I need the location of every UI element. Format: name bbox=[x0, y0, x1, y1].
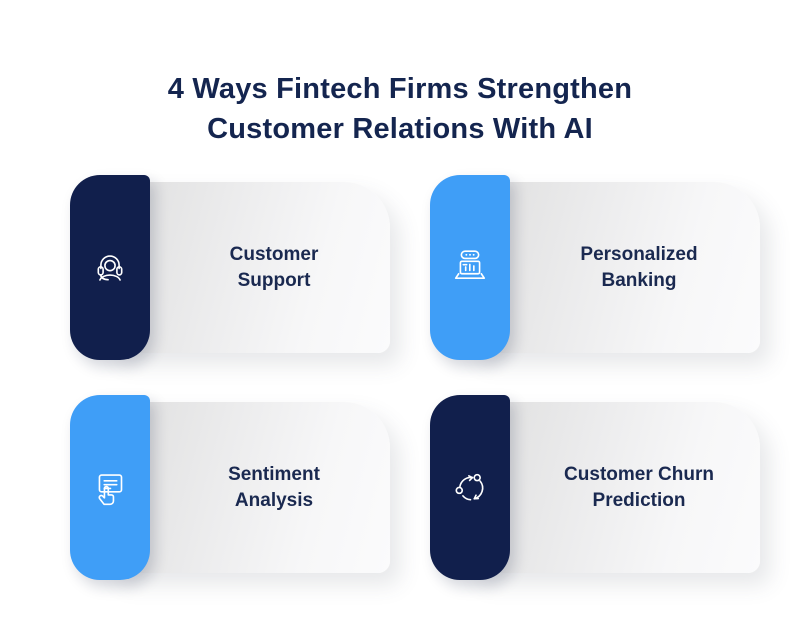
card-label: Customer Churn Prediction bbox=[522, 395, 756, 580]
headset-icon bbox=[87, 245, 133, 291]
card-panel bbox=[470, 182, 760, 353]
title-line-1: 4 Ways Fintech Firms Strengthen bbox=[167, 73, 633, 106]
card-label: Customer Support bbox=[162, 175, 386, 360]
card-label-line: Prediction bbox=[592, 489, 686, 511]
card-label: Personalized Banking bbox=[522, 175, 756, 360]
card-label-line: Customer Churn bbox=[564, 463, 714, 485]
page-title: 4 Ways Fintech Firms Strengthen Customer… bbox=[0, 69, 800, 149]
card-customer-churn-prediction: Customer Churn Prediction bbox=[430, 395, 760, 580]
card-panel bbox=[110, 182, 390, 353]
card-label-line: Banking bbox=[601, 269, 677, 291]
card-personalized-banking: Personalized Banking bbox=[430, 175, 760, 360]
card-tab bbox=[430, 395, 510, 580]
card-customer-support: Customer Support bbox=[70, 175, 390, 360]
card-tab bbox=[70, 175, 150, 360]
card-label-line: Support bbox=[237, 269, 311, 291]
card-label: Sentiment Analysis bbox=[162, 395, 386, 580]
card-label-line: Personalized bbox=[580, 243, 698, 265]
churn-cycle-icon bbox=[447, 465, 493, 511]
card-tab bbox=[70, 395, 150, 580]
card-panel bbox=[470, 402, 760, 573]
online-banking-icon bbox=[447, 245, 493, 291]
sentiment-click-icon bbox=[87, 465, 133, 511]
card-label-line: Sentiment bbox=[228, 463, 320, 485]
title-line-2: Customer Relations With AI bbox=[207, 113, 593, 146]
card-panel bbox=[110, 402, 390, 573]
card-label-line: Customer bbox=[229, 243, 319, 265]
card-tab bbox=[430, 175, 510, 360]
card-sentiment-analysis: Sentiment Analysis bbox=[70, 395, 390, 580]
card-label-line: Analysis bbox=[234, 489, 314, 511]
